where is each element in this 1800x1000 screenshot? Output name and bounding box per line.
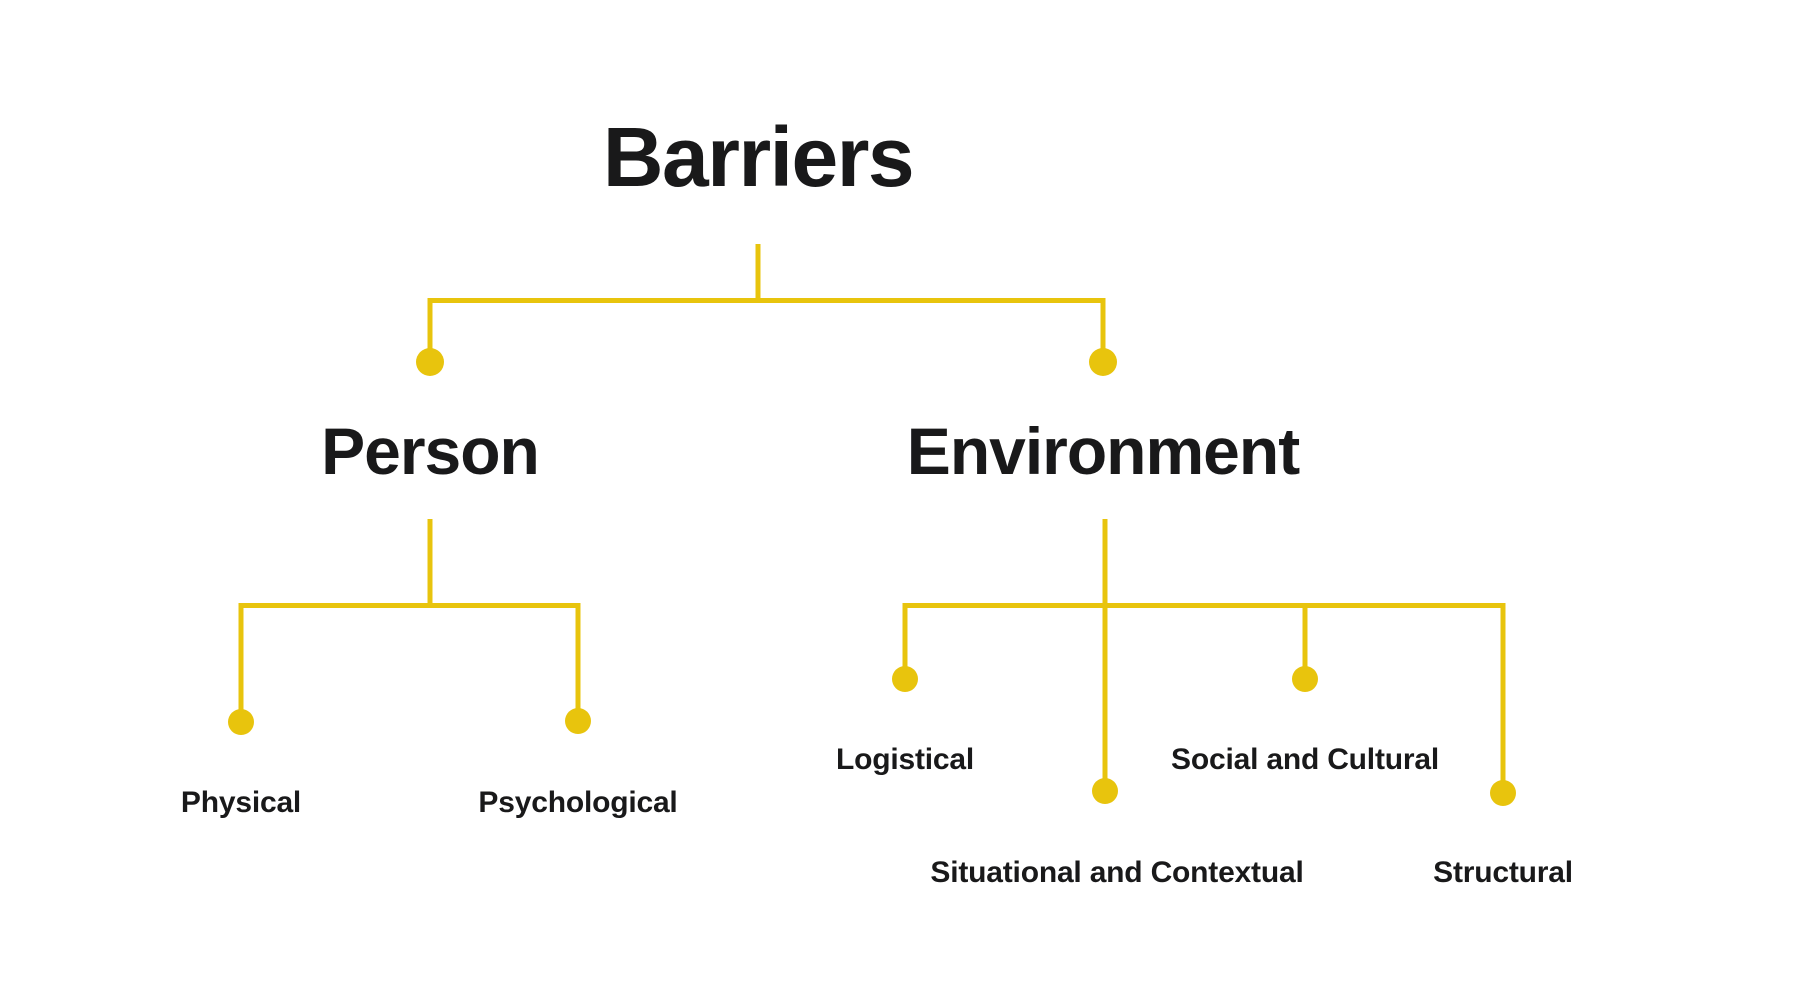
leaf-node-label-structural[interactable]: Structural	[1433, 856, 1573, 889]
situational-and-contextual-node-dot[interactable]	[1092, 778, 1118, 804]
branch-node-label-environment[interactable]: Environment	[906, 414, 1300, 488]
logistical-node-dot[interactable]	[892, 666, 918, 692]
leaf-node-label-physical[interactable]: Physical	[180, 786, 302, 819]
environment-node-dot[interactable]	[1089, 348, 1117, 376]
leaf-node-label-situational-and-contextual[interactable]: Situational and Contextual	[930, 856, 1304, 889]
root-connector-group	[416, 244, 1117, 376]
leaf-node-label-social-and-cultural[interactable]: Social and Cultural	[1171, 743, 1439, 776]
psychological-node-dot[interactable]	[565, 708, 591, 734]
person-node-dot[interactable]	[416, 348, 444, 376]
structural-node-dot[interactable]	[1490, 780, 1516, 806]
physical-node-dot[interactable]	[228, 709, 254, 735]
leaf-node-label-psychological[interactable]: Psychological	[478, 786, 678, 819]
leaf-node-label-logistical[interactable]: Logistical	[835, 743, 975, 776]
branch-node-label-person[interactable]: Person	[321, 414, 540, 488]
environment-connector-group	[892, 519, 1516, 806]
social-and-cultural-node-dot[interactable]	[1292, 666, 1318, 692]
root-node-label[interactable]: Barriers	[602, 110, 915, 204]
person-connector-group	[228, 519, 591, 735]
